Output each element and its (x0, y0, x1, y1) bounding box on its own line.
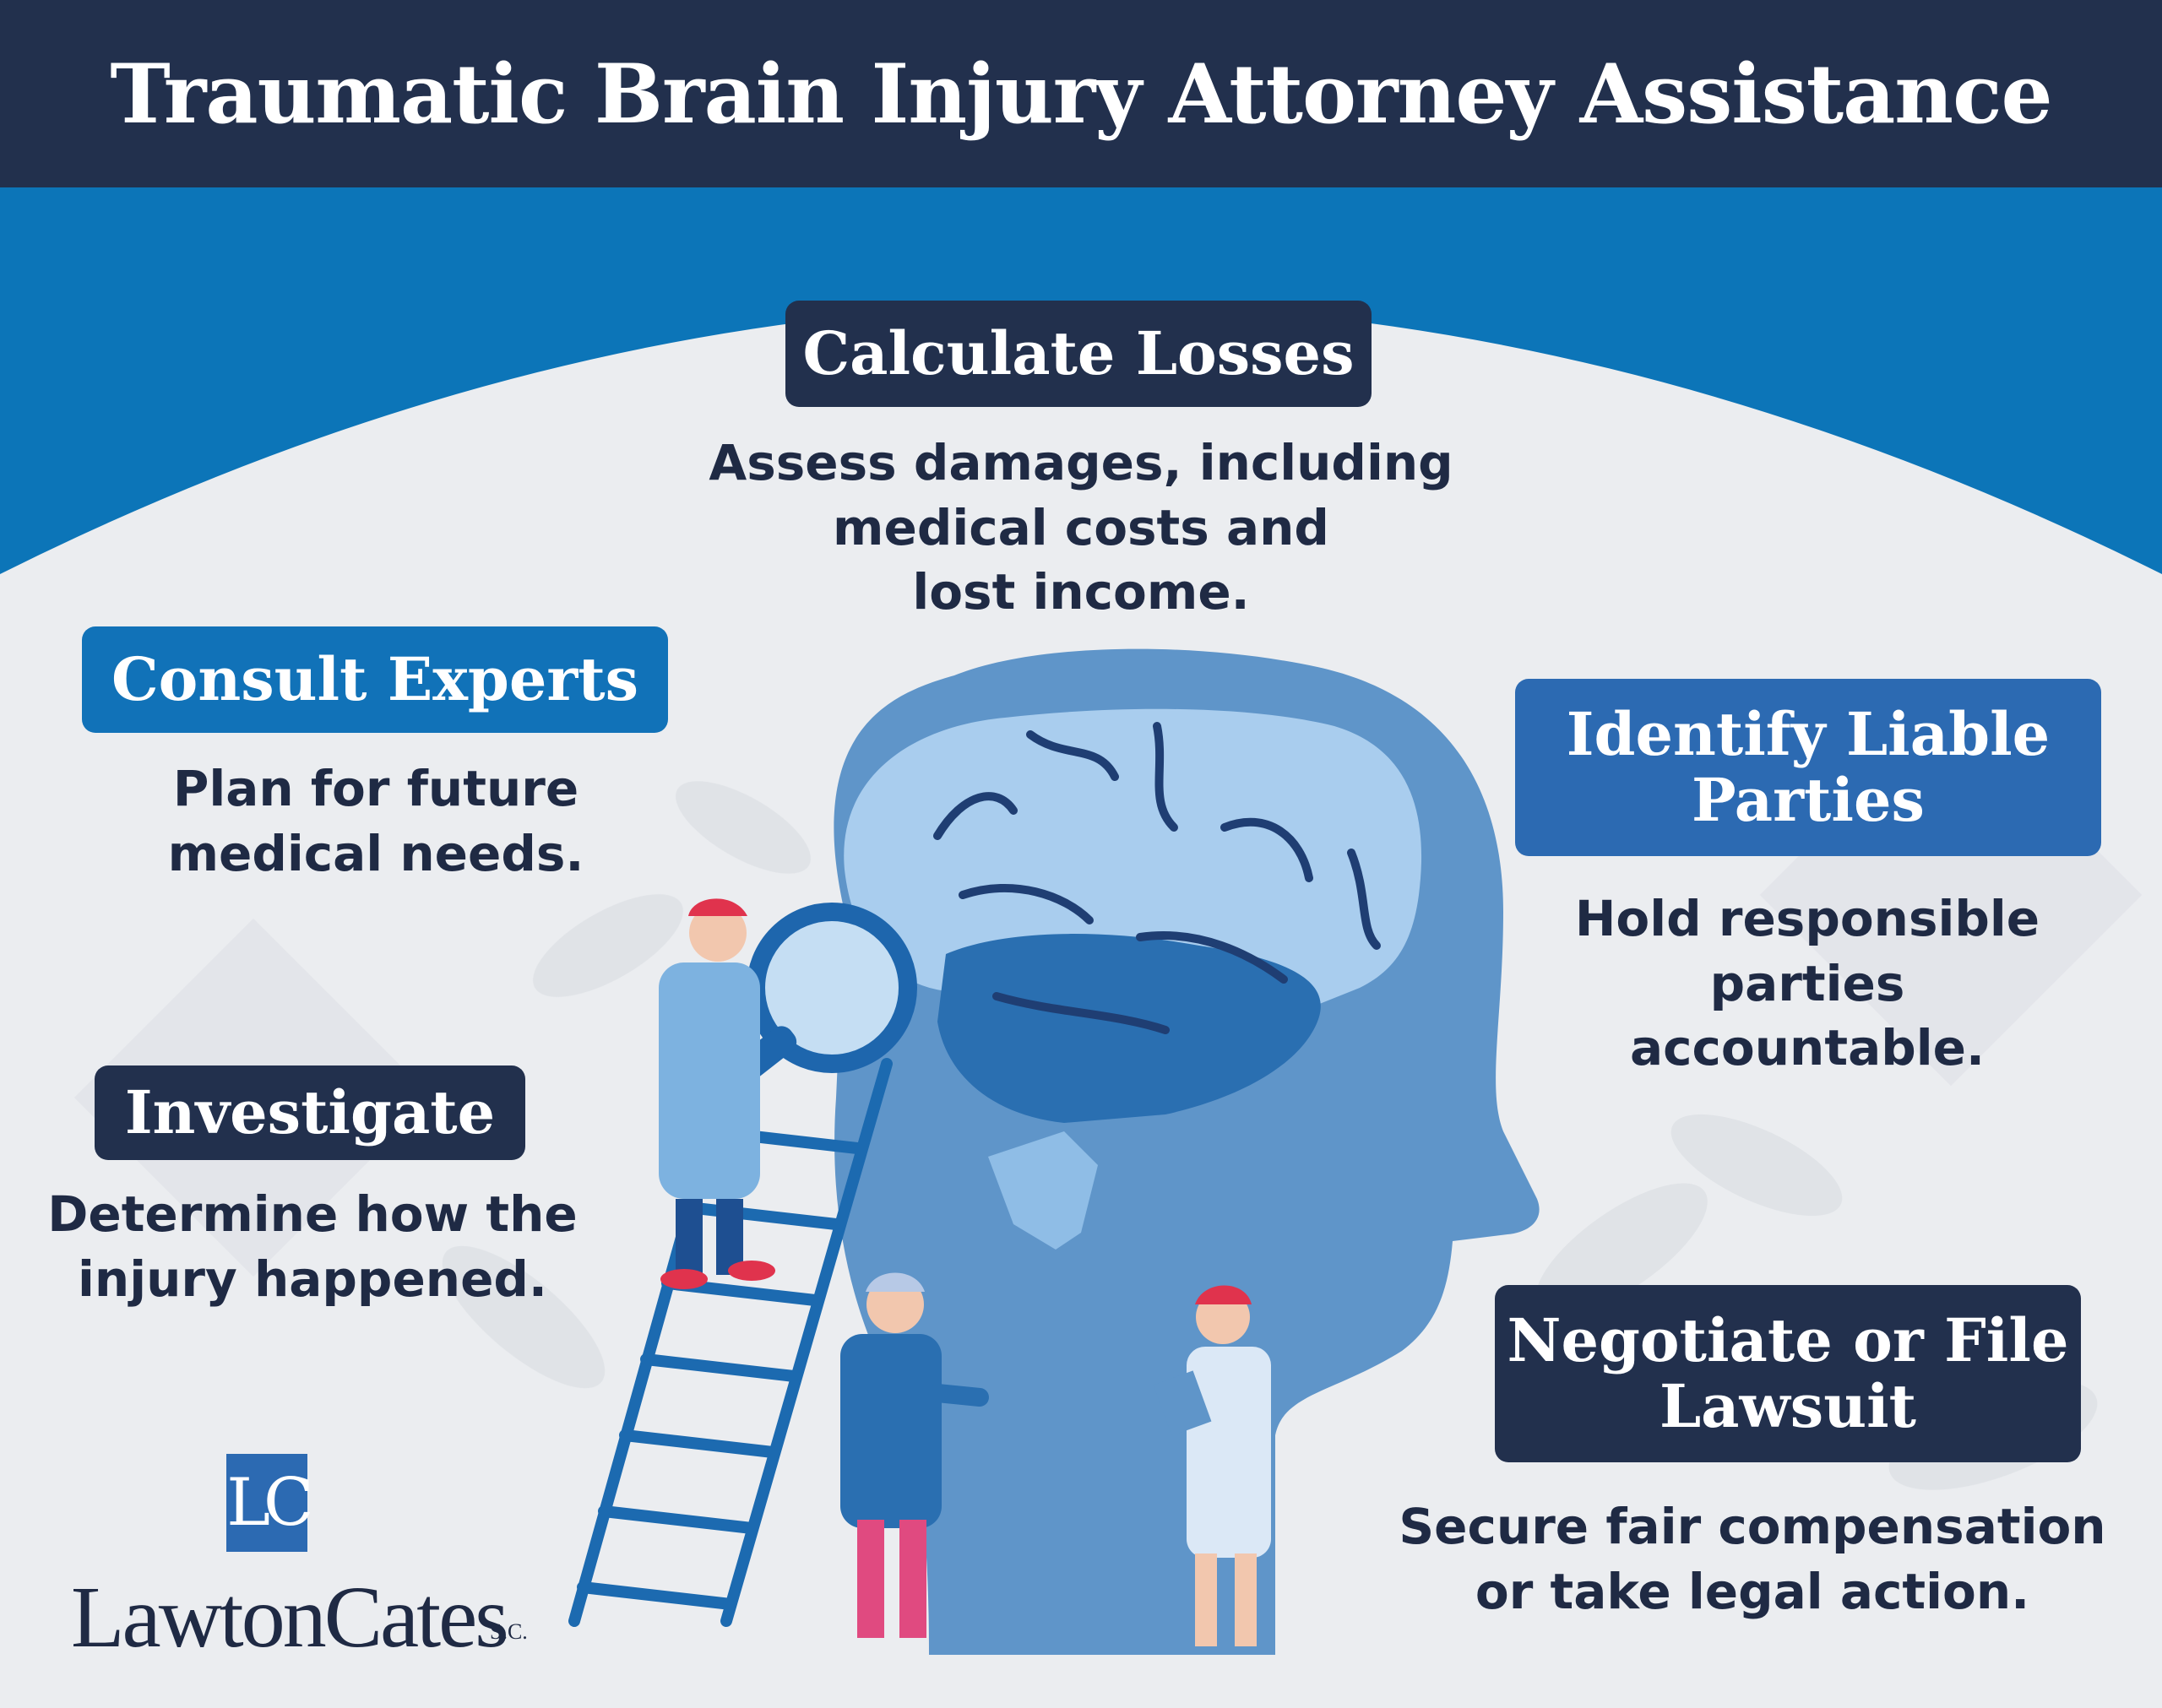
consult-experts-text: Plan for future medical needs. (167, 760, 584, 882)
logo-mark: LC (226, 1454, 314, 1552)
calculate-losses-text: Assess damages, including medical costs … (709, 434, 1453, 621)
calculate-losses-label: Calculate Losses (785, 301, 1372, 407)
negotiate-title: Negotiate or File Lawsuit (1507, 1304, 2069, 1441)
logo-suffix: S.C. (490, 1619, 528, 1644)
logo-name: LawtonCates (71, 1569, 509, 1666)
consult-experts-title: Consult Experts (111, 643, 639, 714)
negotiate-label: Negotiate or File Lawsuit (1495, 1285, 2081, 1462)
page-title: Traumatic Brain Injury Attorney Assistan… (110, 46, 2052, 142)
doctor-on-ladder (659, 898, 775, 1289)
calculate-losses-title: Calculate Losses (802, 317, 1355, 388)
investigate-text: Determine how the injury happened. (47, 1185, 578, 1308)
investigate-label: Investigate (95, 1065, 525, 1160)
investigate-title: Investigate (124, 1076, 496, 1147)
header-bar: Traumatic Brain Injury Attorney Assistan… (0, 0, 2162, 187)
identify-liable-parties-title: Identify Liable Parties (1566, 698, 2051, 835)
brain-lower-lobe (937, 934, 1321, 1123)
brain-stem (988, 1131, 1098, 1250)
doctor-with-clipboard (1153, 1285, 1271, 1646)
brain (844, 708, 1422, 1007)
negotiate-text: Secure fair compensation or take legal a… (1399, 1498, 2106, 1620)
consult-experts-label: Consult Experts (82, 626, 668, 733)
identify-liable-parties-label: Identify Liable Parties (1515, 679, 2101, 856)
brain-folds (933, 722, 1381, 1034)
identify-liable-parties-text: Hold responsible parties accountable. (1574, 890, 2040, 1077)
doctor-with-stethoscope (840, 1272, 989, 1638)
